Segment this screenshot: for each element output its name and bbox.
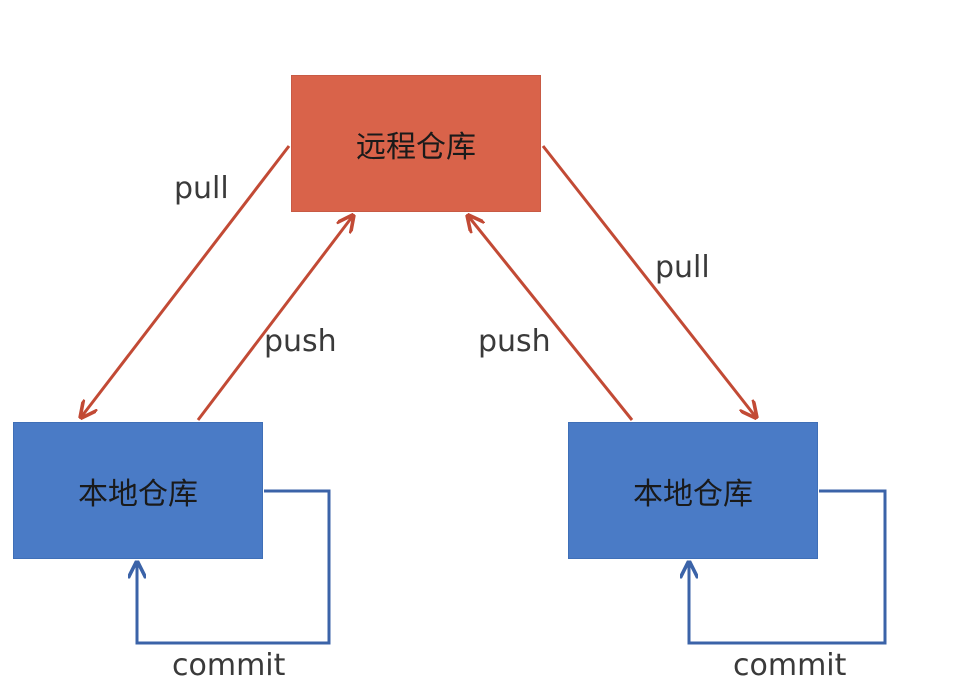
push-left-label: push [264,324,337,359]
pull-left-label: pull [174,171,229,206]
pull-right-label: pull [655,250,710,285]
remote-repository-label: 远程仓库 [356,129,476,165]
local-repository-right-node: 本地仓库 [568,422,818,559]
local-repository-left-label: 本地仓库 [78,476,198,512]
remote-repository-node: 远程仓库 [291,75,541,212]
commit-left-label: commit [172,648,286,683]
commit-right-label: commit [733,648,847,683]
pull-left-arrow [82,145,291,416]
pull-right-arrow [541,145,755,416]
push-right-label: push [478,324,551,359]
commit-right-loop [689,489,887,645]
commit-left-loop [137,489,331,645]
local-repository-right-label: 本地仓库 [633,476,753,512]
push-left-arrow [196,217,352,421]
push-right-arrow [469,217,634,421]
local-repository-left-node: 本地仓库 [13,422,263,559]
